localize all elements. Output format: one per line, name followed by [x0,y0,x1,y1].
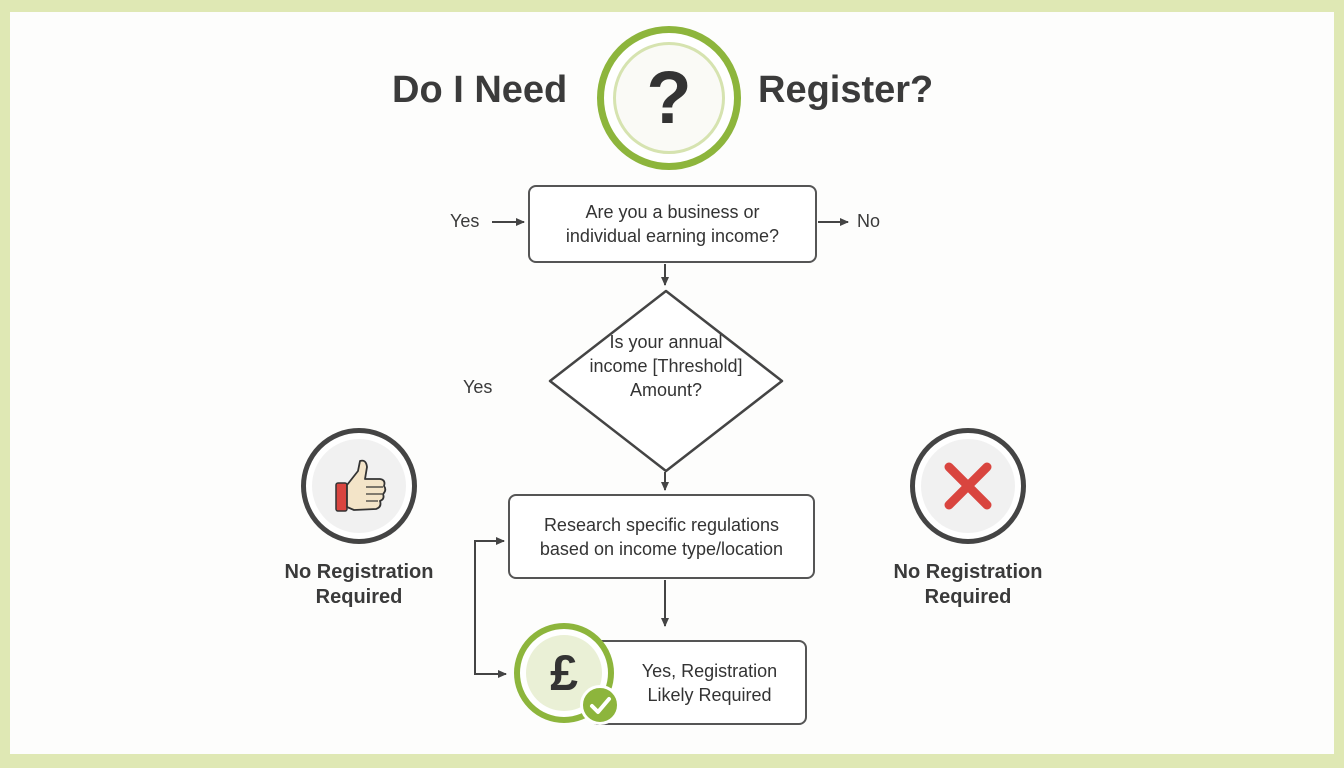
loop-connector [474,540,507,678]
result-text: Yes, Registration Likely Required [641,660,778,705]
pound-icon: £ [514,623,614,723]
title-left: Do I Need [392,69,568,111]
thumbs-up-icon [301,428,417,544]
check-icon [580,685,620,725]
label-no-top: No [857,211,881,231]
outcome-right-text: No Registration Required [893,561,1043,608]
red-x-icon [910,428,1026,544]
label-yes-top: Yes [450,211,480,231]
result-box: Yes, Registration Likely Required [590,640,807,725]
question-income-text: Is your annual income [Threshold] Amount… [589,332,743,400]
research-text: Research specific regulations based on i… [539,514,784,559]
pound-sign: £ [550,645,578,701]
decision-diamond [548,289,784,473]
question-business-text: Are you a business or individual earning… [565,202,780,246]
question-business-box: Are you a business or individual earning… [528,185,817,263]
outcome-left-text: No Registration Required [284,561,434,608]
title-right: Register? [758,69,934,111]
question-mark: ? [646,56,692,139]
label-yes-mid: Yes [463,377,493,397]
research-box: Research specific regulations based on i… [508,494,815,579]
question-icon: ? [597,26,741,170]
